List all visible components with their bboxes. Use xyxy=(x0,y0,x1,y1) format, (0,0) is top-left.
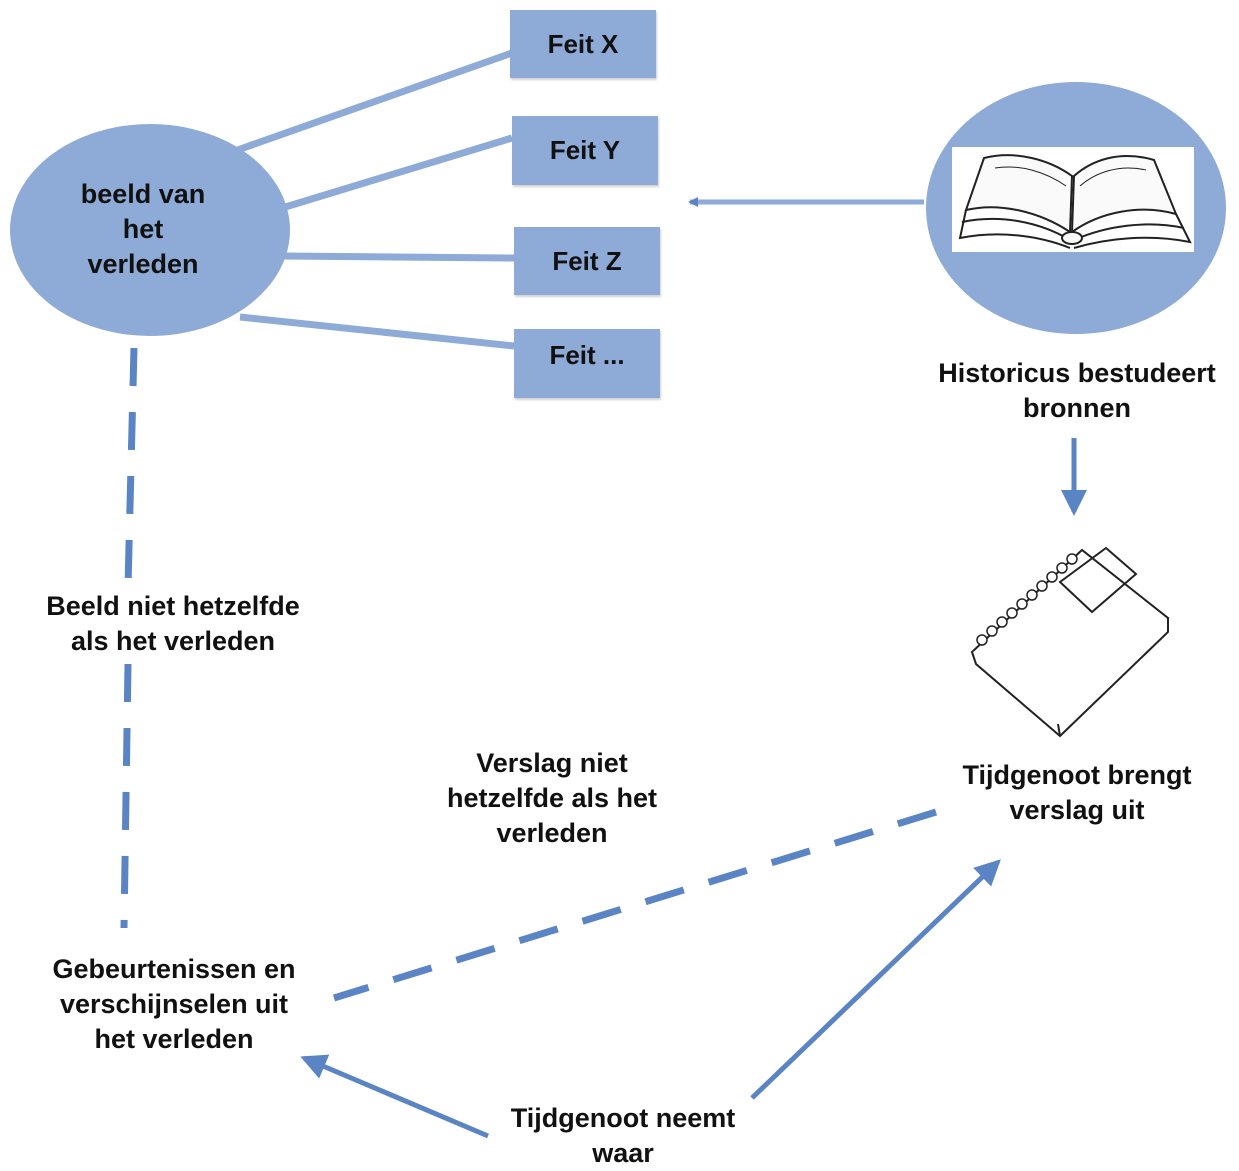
not-same-image-label: Beeld niet hetzelfde als het verleden xyxy=(20,589,326,659)
arrow-observes-to-events xyxy=(300,1054,489,1139)
not-same-image-line-2: als het verleden xyxy=(70,626,276,656)
dashed-image-vs-past-lower xyxy=(120,663,132,929)
contemporary-reports-label: Tijdgenoot brengt verslag uit xyxy=(940,758,1214,828)
fact-box-z: Feit Z xyxy=(514,227,660,295)
past-image-line-1: beeld van xyxy=(80,179,206,209)
past-image-label: beeld van het verleden xyxy=(40,177,246,282)
not-same-report-line-2: hetzelfde als het xyxy=(446,783,658,813)
fact-label: Feit Y xyxy=(549,135,621,165)
events-line-1: Gebeurtenissen en xyxy=(52,954,296,984)
contemporary-observes-line-2: waar xyxy=(592,1138,654,1168)
open-book-icon xyxy=(958,154,1192,249)
fact-label: Feit X xyxy=(547,28,619,59)
past-image-line-2: het xyxy=(122,214,164,244)
contemporary-reports-line-2: verslag uit xyxy=(1009,795,1145,825)
contemporary-observes-line-1: Tijdgenoot neemt xyxy=(510,1103,736,1133)
dashed-report-vs-past xyxy=(332,808,938,1002)
connector-feit-x xyxy=(230,49,514,156)
connector-feit-y xyxy=(280,134,514,212)
dashed-image-vs-past xyxy=(124,347,138,587)
events-line-3: het verleden xyxy=(94,1024,254,1054)
events-label: Gebeurtenissen en verschijnselen uit het… xyxy=(24,952,324,1057)
not-same-report-line-1: Verslag niet xyxy=(476,748,628,778)
fact-label: Feit Z xyxy=(552,245,622,276)
events-line-2: verschijnselen uit xyxy=(59,989,289,1019)
fact-box-y: Feit Y xyxy=(512,116,658,185)
historian-line-2: bronnen xyxy=(1023,393,1131,423)
arrow-observes-to-report xyxy=(750,859,1001,1100)
past-image-line-3: verleden xyxy=(87,249,199,279)
not-same-report-label: Verslag niet hetzelfde als het verleden xyxy=(422,746,682,851)
fact-label: Feit ... xyxy=(549,340,625,370)
contemporary-reports-line-1: Tijdgenoot brengt xyxy=(962,760,1192,790)
not-same-report-line-3: verleden xyxy=(496,818,608,848)
contemporary-observes-label: Tijdgenoot neemt waar xyxy=(484,1101,762,1171)
historian-label: Historicus bestudeert bronnen xyxy=(920,356,1234,426)
past-image-ellipse xyxy=(10,124,290,336)
connector-feit-z xyxy=(283,252,515,262)
fact-box-more: Feit ... xyxy=(514,329,660,398)
connector-feit-more xyxy=(239,313,515,350)
notebook-icon xyxy=(970,546,1170,738)
not-same-image-line-1: Beeld niet hetzelfde xyxy=(46,591,300,621)
historian-line-1: Historicus bestudeert xyxy=(938,358,1216,388)
fact-box-x: Feit X xyxy=(510,10,656,78)
